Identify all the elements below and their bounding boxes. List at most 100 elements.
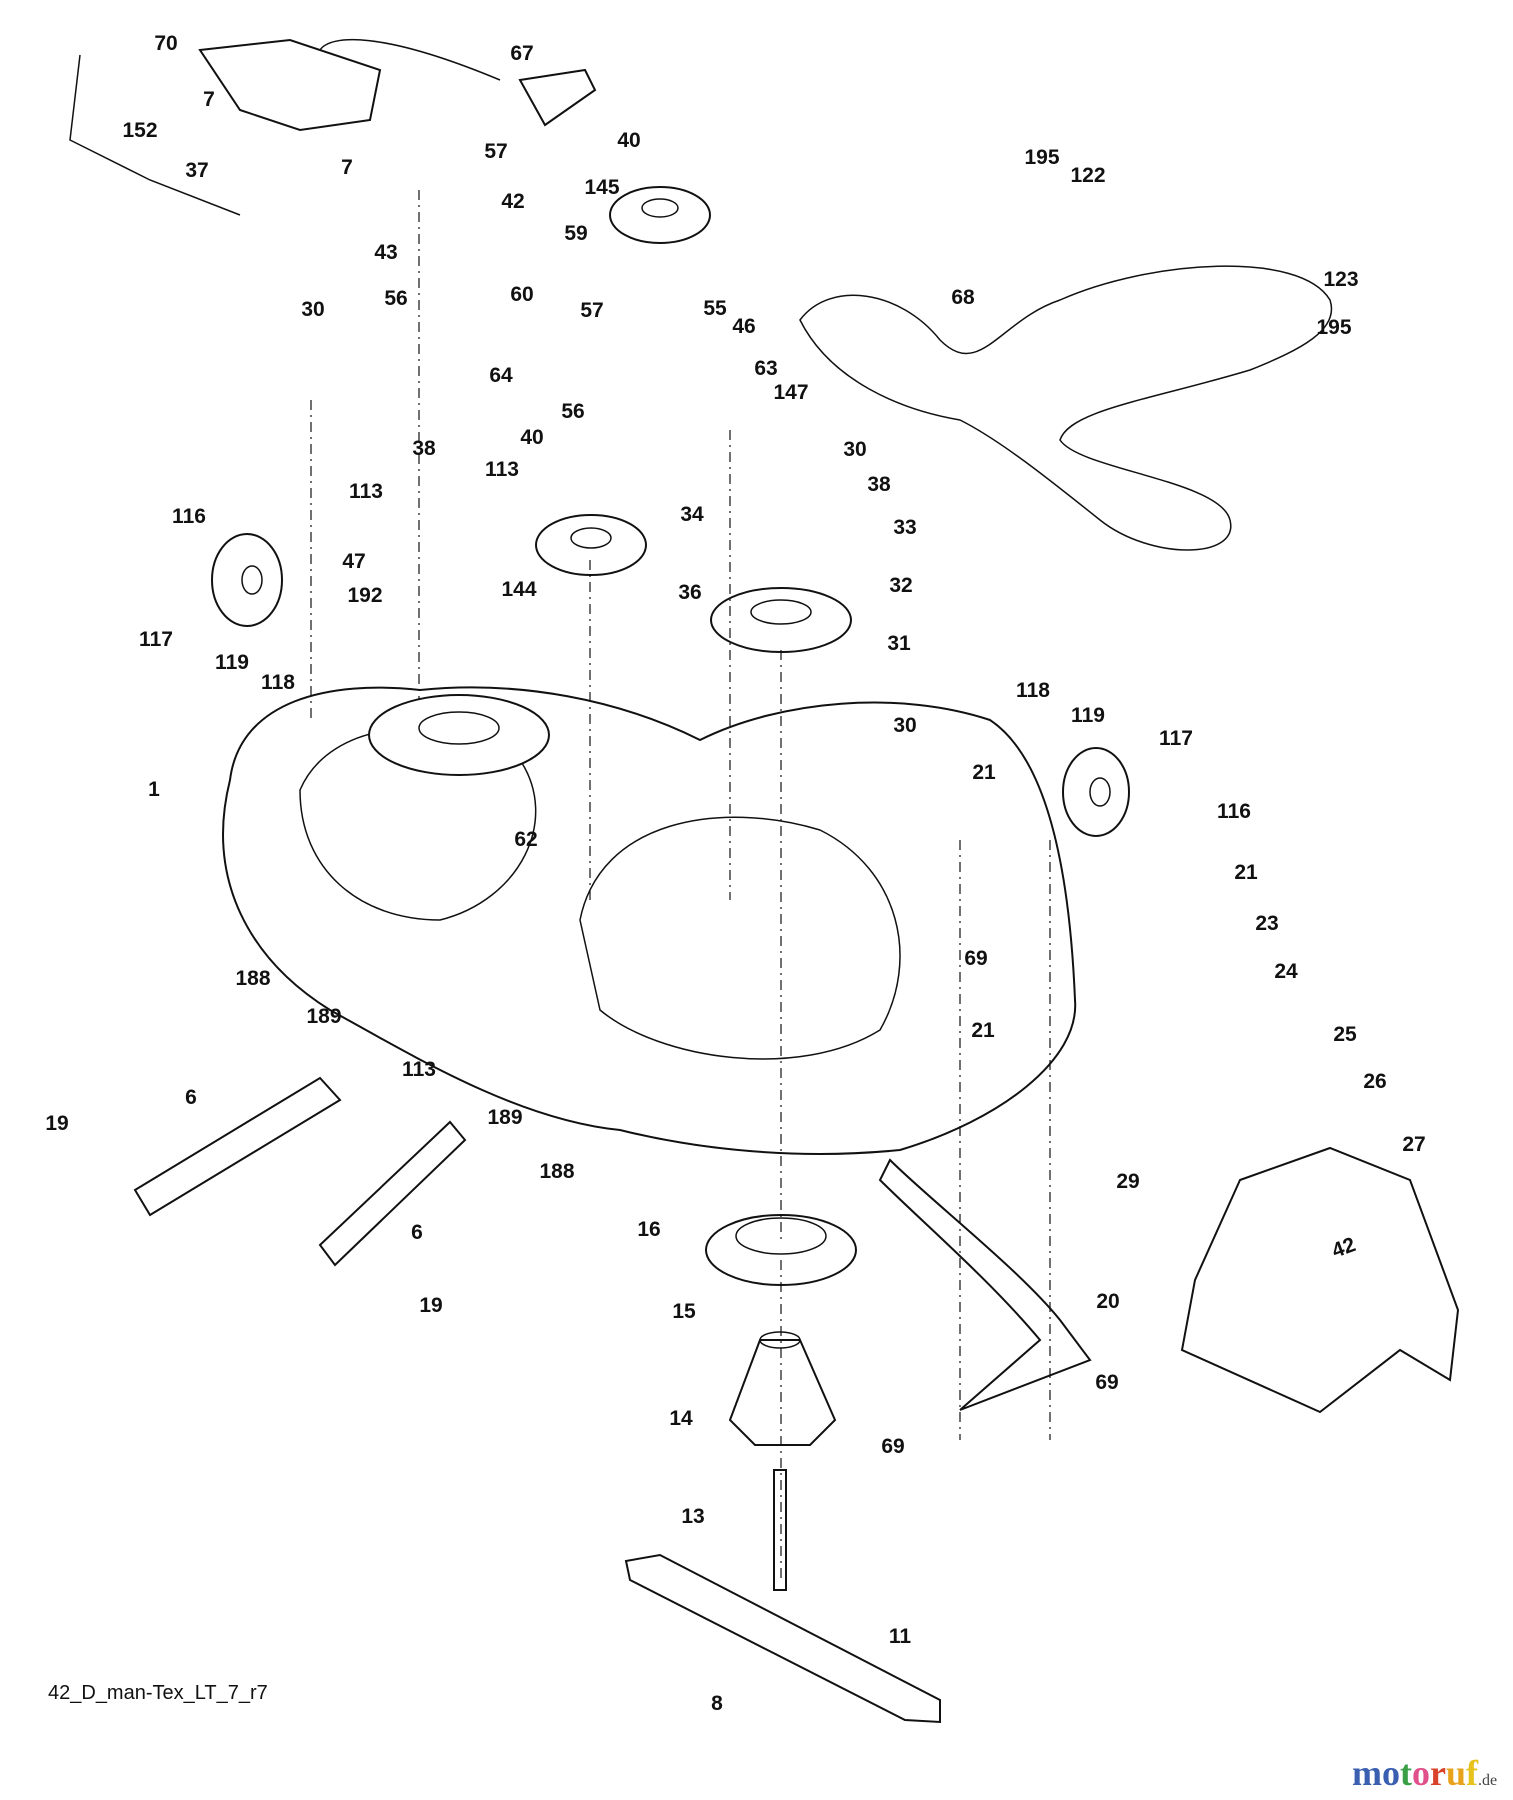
- belt-68: [799, 265, 1333, 551]
- part-label-38: 38: [867, 473, 891, 496]
- drawing-id: 42_D_man-Tex_LT_7_r7: [48, 1682, 268, 1704]
- part-label-113: 113: [349, 480, 383, 503]
- spindle-14: [728, 1339, 837, 1446]
- wheel-117-right: [1062, 747, 1130, 837]
- part-label-15: 15: [672, 1300, 696, 1323]
- part-label-145: 145: [584, 176, 619, 199]
- part-label-117: 117: [139, 628, 173, 651]
- part-label-7: 7: [341, 156, 353, 179]
- part-label-8: 8: [711, 1692, 723, 1715]
- mower-deck: [222, 686, 1077, 1155]
- part-label-14: 14: [669, 1407, 693, 1430]
- part-label-40: 40: [617, 129, 640, 152]
- part-label-62: 62: [514, 828, 537, 851]
- part-label-195: 195: [1316, 316, 1351, 339]
- part-label-189: 189: [306, 1005, 341, 1028]
- guide-lines: [310, 190, 1051, 1580]
- part-label-69: 69: [1095, 1371, 1118, 1394]
- pulley-32: [710, 587, 852, 653]
- part-label-69: 69: [881, 1435, 904, 1458]
- part-label-43: 43: [374, 241, 397, 264]
- part-label-23: 23: [1255, 912, 1278, 935]
- part-label-118: 118: [261, 671, 295, 694]
- wheel-117-left: [211, 533, 283, 627]
- part-label-59: 59: [564, 222, 587, 245]
- part-label-70: 70: [154, 32, 177, 55]
- part-label-47: 47: [342, 550, 365, 573]
- part-label-36: 36: [678, 581, 701, 604]
- deck-inner-right: [579, 816, 901, 1060]
- part-label-116: 116: [1217, 800, 1251, 823]
- part-label-57: 57: [484, 140, 507, 163]
- part-label-152: 152: [122, 119, 157, 142]
- part-label-122: 122: [1070, 164, 1105, 187]
- part-label-7: 7: [203, 88, 215, 111]
- part-label-29: 29: [1116, 1170, 1139, 1193]
- blade-11: [624, 1553, 941, 1724]
- part-label-19: 19: [45, 1112, 68, 1135]
- part-label-189: 189: [487, 1106, 522, 1129]
- part-label-21: 21: [972, 761, 996, 784]
- part-label-67: 67: [510, 42, 533, 65]
- part-label-60: 60: [510, 283, 533, 306]
- part-label-6: 6: [185, 1086, 197, 1109]
- part-label-195: 195: [1024, 146, 1059, 169]
- part-label-117: 117: [1159, 727, 1193, 750]
- part-label-38: 38: [412, 437, 436, 460]
- cable-152: [69, 54, 241, 216]
- discharge-chute-27: [1180, 1146, 1460, 1414]
- arm-6-right: [318, 1120, 467, 1267]
- idler-pulley-145: [609, 186, 711, 244]
- part-label-56: 56: [561, 400, 584, 423]
- part-label-68: 68: [951, 286, 975, 309]
- part-label-6: 6: [411, 1221, 423, 1244]
- part-label-116: 116: [172, 505, 206, 528]
- part-label-20: 20: [1096, 1290, 1119, 1313]
- part-label-192: 192: [347, 584, 382, 607]
- part-label-32: 32: [889, 574, 912, 597]
- part-label-63: 63: [754, 357, 777, 380]
- part-label-13: 13: [681, 1505, 704, 1528]
- part-label-113: 113: [402, 1058, 436, 1081]
- arm-6-left: [133, 1076, 342, 1217]
- shaft-13: [773, 1469, 787, 1591]
- idler-pulley-36: [535, 514, 647, 576]
- part-label-21: 21: [971, 1019, 995, 1042]
- part-label-188: 188: [235, 967, 270, 990]
- part-label-24: 24: [1274, 960, 1298, 983]
- part-label-11: 11: [889, 1625, 912, 1648]
- part-label-21: 21: [1234, 861, 1258, 884]
- deflector-rod-20: [878, 1158, 1092, 1411]
- part-label-113: 113: [485, 458, 519, 481]
- part-label-25: 25: [1333, 1023, 1357, 1046]
- part-label-31: 31: [887, 632, 911, 655]
- part-label-30: 30: [893, 714, 916, 737]
- part-label-46: 46: [732, 315, 755, 338]
- part-label-27: 27: [1402, 1133, 1425, 1156]
- part-label-37: 37: [185, 159, 208, 182]
- part-label-69: 69: [964, 947, 987, 970]
- part-label-119: 119: [215, 651, 249, 674]
- lift-lever-70: [198, 38, 382, 132]
- part-label-188: 188: [539, 1160, 574, 1183]
- part-label-147: 147: [773, 381, 808, 404]
- part-label-30: 30: [843, 438, 866, 461]
- part-label-34: 34: [680, 503, 704, 526]
- part-label-30: 30: [301, 298, 324, 321]
- part-label-26: 26: [1363, 1070, 1386, 1093]
- handle-67: [518, 68, 597, 127]
- part-label-1: 1: [148, 778, 160, 801]
- part-label-57: 57: [580, 299, 603, 322]
- part-label-42: 42: [501, 190, 524, 213]
- part-label-40: 40: [520, 426, 543, 449]
- part-label-64: 64: [489, 364, 513, 387]
- watermark-logo: motoruf.de: [1352, 1753, 1498, 1793]
- part-label-55: 55: [703, 297, 727, 320]
- part-label-19: 19: [419, 1294, 442, 1317]
- part-label-144: 144: [501, 578, 536, 601]
- part-label-118: 118: [1016, 679, 1050, 702]
- part-label-123: 123: [1323, 268, 1358, 291]
